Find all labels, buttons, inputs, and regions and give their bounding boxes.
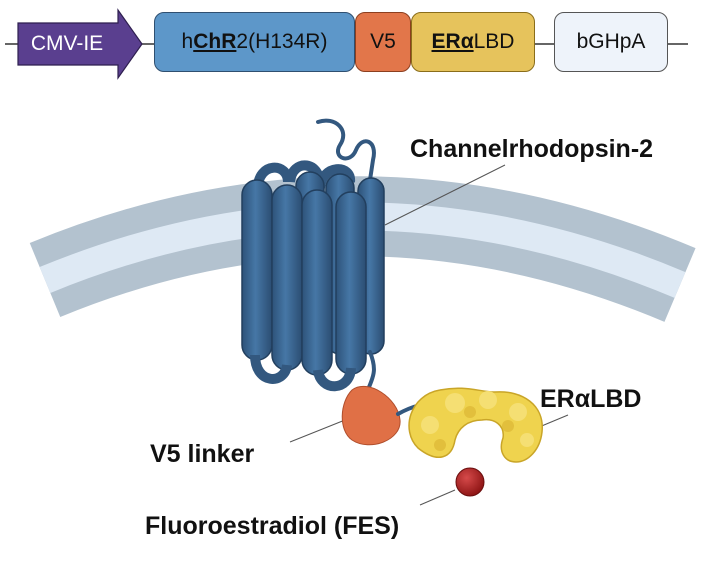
era-box: ERαLBD [411,12,535,72]
chr2-suffix: 2(H134R) [236,30,328,53]
era-suffix: LBD [473,30,515,53]
fes-ligand [455,467,485,497]
polya-label: bGHpA [576,30,646,53]
era-bold: ERα [431,30,474,53]
polya-box: bGHpA [554,12,668,72]
label-v5-linker: V5 linker [150,440,255,468]
label-eralbd: ERαLBD [540,385,642,413]
v5-label: V5 [370,30,396,53]
promoter-label-wrap: CMV-IE [18,23,116,65]
leader-line-channelrhodopsin [384,164,506,226]
channelrhodopsin-protein [241,118,385,392]
promoter-arrow [17,8,143,80]
leader-line-fes [419,489,456,506]
chr2-prefix: h [181,30,194,53]
chr2-box: hChR2(H134R) [154,12,355,72]
chr2-label: hChR2(H134R) [182,30,328,54]
v5-linker-shape [341,385,401,446]
chr2-bold: ChR [193,30,237,53]
leader-line-v5-linker [289,419,346,443]
eralbd-domain [408,387,543,463]
era-label: ERαLBD [432,30,515,54]
label-channelrhodopsin: Channelrhodopsin-2 [410,135,654,163]
label-fes: Fluoroestradiol (FES) [145,512,400,540]
promoter-label: CMV-IE [30,32,104,55]
v5-box: V5 [355,12,411,72]
